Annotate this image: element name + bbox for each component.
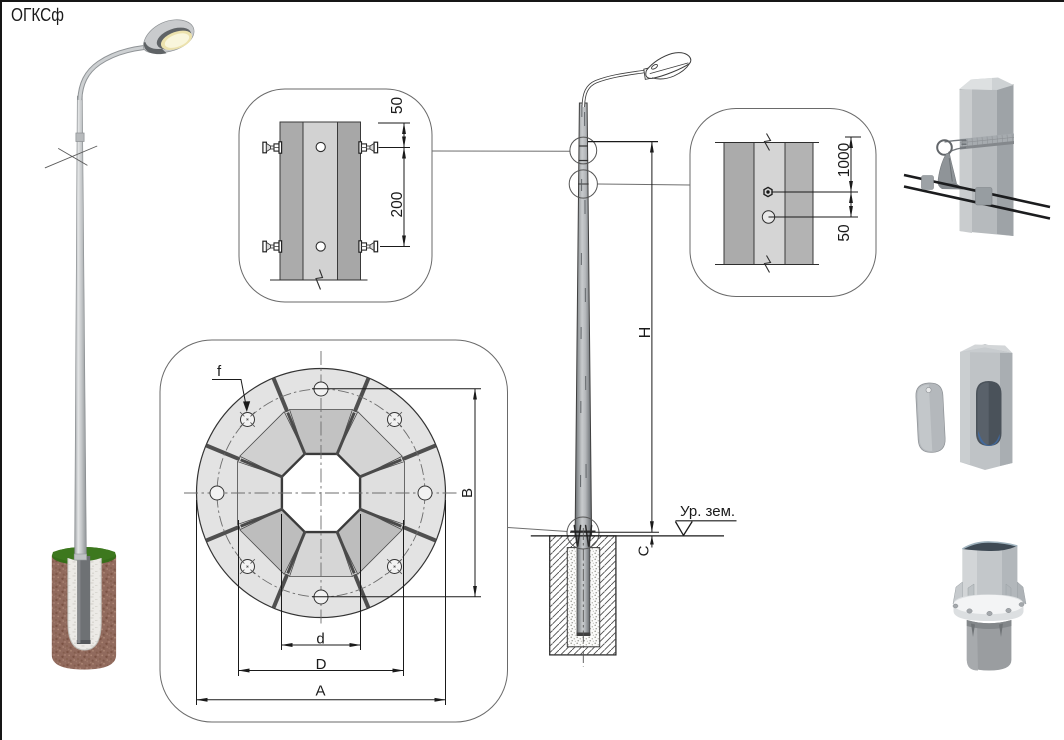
svg-text:f: f [217, 363, 222, 380]
svg-text:ОГКСф: ОГКСф [11, 4, 64, 25]
svg-text:D: D [316, 656, 327, 673]
svg-text:C: C [636, 545, 653, 556]
svg-text:200: 200 [389, 191, 406, 217]
svg-text:50: 50 [836, 224, 853, 242]
svg-text:A: A [315, 683, 325, 700]
svg-text:B: B [459, 488, 476, 498]
svg-text:d: d [316, 631, 324, 648]
svg-text:1000: 1000 [836, 142, 853, 177]
svg-text:50: 50 [389, 97, 406, 115]
svg-text:H: H [637, 327, 654, 339]
svg-text:Ур. зем.: Ур. зем. [680, 503, 735, 520]
